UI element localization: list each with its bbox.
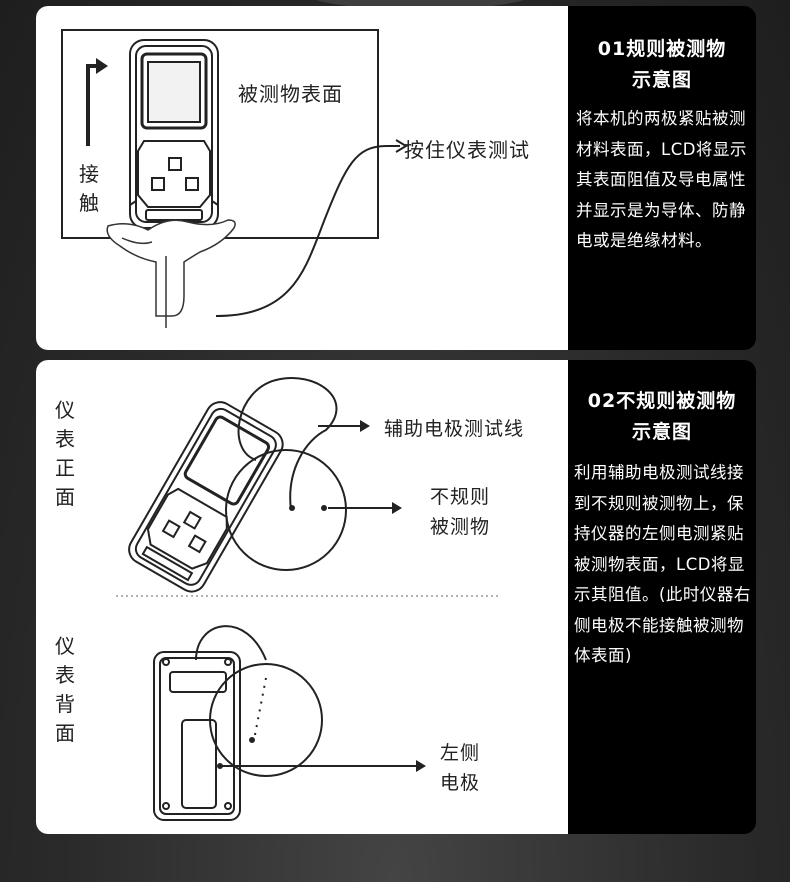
hand-icon — [106, 219, 236, 328]
touch-arrow — [86, 64, 100, 146]
heading-line-1: 01规则被测物 — [597, 38, 727, 60]
device-back-icon — [153, 651, 241, 821]
heading-block: 02不规则被测物 示意图 — [568, 360, 756, 448]
description-side: 01规则被测物 示意图 将本机的两极紧贴被测材料表面，LCD将显示其表面阻值及导… — [568, 6, 756, 350]
description-text: 将本机的两极紧贴被测材料表面，LCD将显示其表面阻值及导电属性并显示是为导体、防… — [576, 109, 747, 250]
label-object-surface: 被测物表面 — [238, 82, 343, 106]
regular-object-illustration — [61, 29, 408, 328]
label-device-back: 仪 表 背 面 — [55, 634, 75, 745]
label-left-electrode: 左侧 电极 — [440, 742, 481, 794]
heading-block: 01规则被测物 示意图 — [568, 6, 756, 96]
heading-line-2: 示意图 — [631, 421, 692, 443]
description-side: 02不规则被测物 示意图 利用辅助电极测试线接到不规则被测物上，保持仪器的左侧电… — [568, 360, 756, 834]
label-aux-wire: 辅助电极测试线 — [384, 418, 525, 440]
aux-wire-loop — [237, 377, 338, 511]
heading-line-2: 示意图 — [631, 69, 692, 91]
device-front-tilted-icon — [128, 401, 284, 593]
heading-line-1: 02不规则被测物 — [587, 390, 737, 412]
panel-regular-object: 被测物表面 接 触 按住仪表测试 01规则被测物 示意图 将本机的两极紧贴被测材… — [36, 6, 756, 350]
decorative-top-shape — [300, 0, 540, 10]
label-irregular-object: 不规则 被测物 — [430, 486, 491, 538]
device-front-icon — [129, 39, 219, 229]
press-pointer-line — [215, 145, 387, 317]
illustration-area: 被测物表面 接 触 按住仪表测试 — [36, 6, 568, 350]
label-device-front: 仪 表 正 面 — [55, 398, 75, 509]
irregular-object-circle-back — [209, 663, 323, 777]
irregular-object-illustration — [116, 377, 500, 821]
panel-irregular-object: 仪 表 正 面 仪 表 背 面 辅助电极测试线 不规则 被测物 左侧 电极 02… — [36, 360, 756, 834]
illustration-area: 仪 表 正 面 仪 表 背 面 辅助电极测试线 不规则 被测物 左侧 电极 — [36, 360, 568, 834]
label-touch: 接 触 — [79, 162, 99, 215]
label-press-to-test: 按住仪表测试 — [404, 138, 530, 162]
irregular-object-circle — [225, 449, 347, 571]
description-text: 利用辅助电极测试线接到不规则被测物上，保持仪器的左侧电测紧贴被测物表面，LCD将… — [574, 463, 751, 665]
